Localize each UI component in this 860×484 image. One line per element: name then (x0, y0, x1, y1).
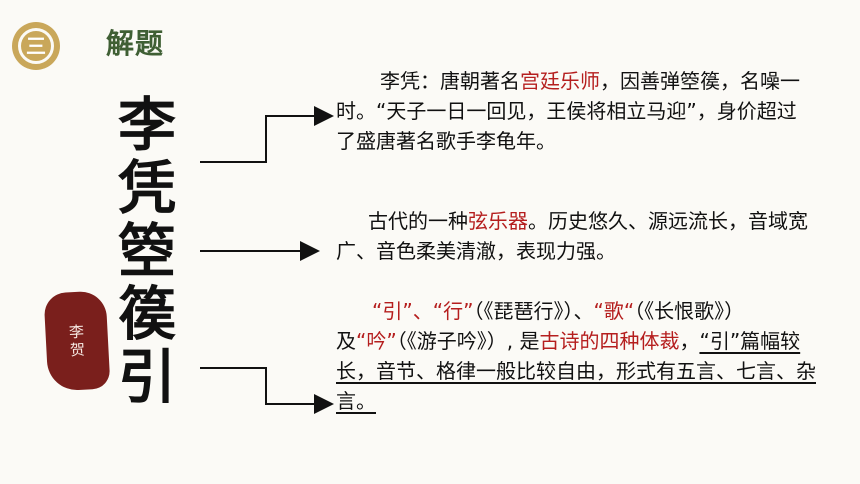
note-yin-genre: “引”、“行”（《琵琶行》）、“歌“（《长恨歌》）及“吟”（《游子吟》）, 是古… (336, 299, 816, 413)
note-konghou: 古代的一种弦乐器。历史悠久、源远流长，音域宽广、音色柔美清澈，表现力强。 (336, 209, 808, 263)
arrow-to-note3 (200, 367, 334, 414)
note-li-ping: 李凭：唐朝著名宫廷乐师，因善弹箜篌，名噪一时。“天子一日一回见，王侯将相立马迎”… (336, 69, 800, 153)
title-char: 李 (117, 91, 176, 159)
title-char: 引 (117, 343, 176, 411)
arrow-to-note1 (200, 106, 334, 163)
section-number-badge: 三 (12, 22, 60, 70)
title-char: 篌 (117, 280, 176, 348)
poem-title-vertical: 李 凭 箜 篌 引 (112, 94, 182, 409)
title-char: 箜 (117, 217, 176, 285)
section-number: 三 (18, 28, 54, 64)
section-title: 解题 (106, 27, 165, 60)
title-char: 凭 (117, 154, 176, 222)
